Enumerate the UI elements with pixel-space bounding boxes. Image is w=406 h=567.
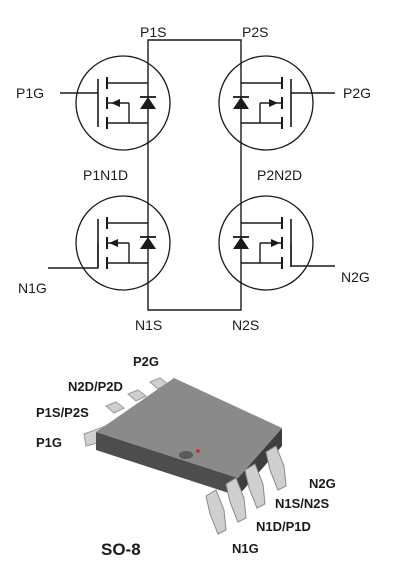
pin-label-n1g: N1G — [232, 541, 259, 556]
label-n1s: N1S — [135, 317, 162, 333]
p-channel-mosfet-2 — [218, 55, 314, 151]
label-p2n2d: P2N2D — [257, 167, 302, 183]
package-body-side — [96, 432, 238, 496]
so8-package — [83, 377, 287, 535]
pin1-dimple — [179, 451, 193, 459]
label-n2g: N2G — [341, 269, 370, 285]
pin-label-n1d-p1d: N1D/P1D — [256, 519, 311, 534]
wiring — [48, 39, 335, 311]
package-leads-right — [205, 445, 287, 535]
pin-label-n2d-p2d: N2D/P2D — [68, 379, 123, 394]
pin-label-p2g: P2G — [133, 354, 159, 369]
pin1-marker — [196, 449, 200, 453]
n-channel-mosfet-2 — [218, 195, 314, 291]
pin-label-n2g: N2G — [309, 476, 336, 491]
label-n1g: N1G — [18, 280, 47, 296]
label-p2g: P2G — [343, 85, 371, 101]
p-channel-mosfet-1 — [75, 55, 171, 151]
label-n2s: N2S — [232, 317, 259, 333]
pin-label-p1s-p2s: P1S/P2S — [36, 405, 89, 420]
pin-label-p1g: P1G — [36, 435, 62, 450]
pin-label-n1s-n2s: N1S/N2S — [275, 496, 330, 511]
label-p1n1d: P1N1D — [83, 167, 128, 183]
package-body-top — [96, 378, 282, 478]
label-p2s: P2S — [242, 24, 268, 40]
label-p1s: P1S — [140, 24, 166, 40]
label-p1g: P1G — [16, 85, 44, 101]
package-title: SO-8 — [101, 540, 141, 559]
n-channel-mosfet-1 — [75, 195, 171, 291]
